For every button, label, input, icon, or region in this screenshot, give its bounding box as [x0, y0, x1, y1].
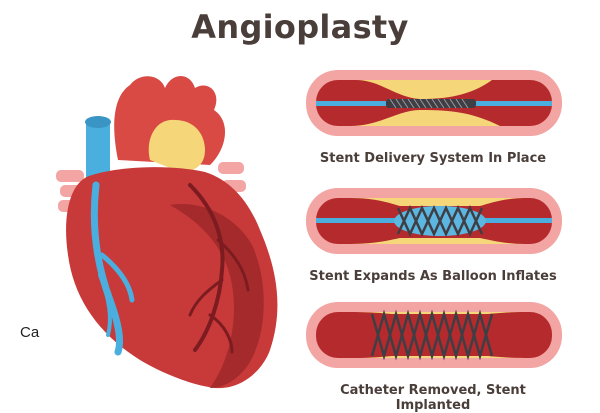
plaque-bottom [350, 238, 525, 244]
stent-compressed [386, 98, 476, 109]
coronary-vein-branch [99, 252, 135, 303]
plaque-top [350, 312, 525, 314]
coronary-artery-branch [208, 313, 234, 354]
stent-expanding [396, 205, 484, 237]
artery-stage-2 [306, 188, 562, 254]
coronary-artery-branch [188, 278, 224, 317]
angioplasty-illustration [56, 70, 562, 389]
vena-cava [86, 118, 110, 186]
vessel-stub [218, 162, 244, 174]
stage-3-caption: Catheter Removed, Stent Implanted [340, 383, 526, 413]
coronary-artery [188, 183, 225, 352]
vena-cava-top [85, 116, 111, 128]
pulmonary-artery [148, 119, 205, 172]
stent-implanted [370, 309, 494, 361]
plaque-bottom [350, 356, 525, 358]
plaque-top [350, 198, 525, 206]
heart-icon [56, 76, 278, 389]
coronary-artery-branch [216, 238, 250, 292]
artery-stage-3 [306, 302, 562, 368]
plaque-top [356, 80, 492, 99]
diagram-title: Angioplasty [191, 8, 409, 46]
artery-stage-1 [306, 70, 562, 136]
stage-2-caption: Stent Expands As Balloon Inflates [309, 269, 557, 284]
stage-1-caption: Stent Delivery System In Place [319, 151, 547, 166]
coronary-vein-branch [98, 273, 112, 337]
plaque-bottom [350, 110, 500, 126]
vessel-stub [56, 170, 84, 182]
clipped-label: Ca [20, 324, 40, 341]
heart-shade [170, 204, 264, 388]
